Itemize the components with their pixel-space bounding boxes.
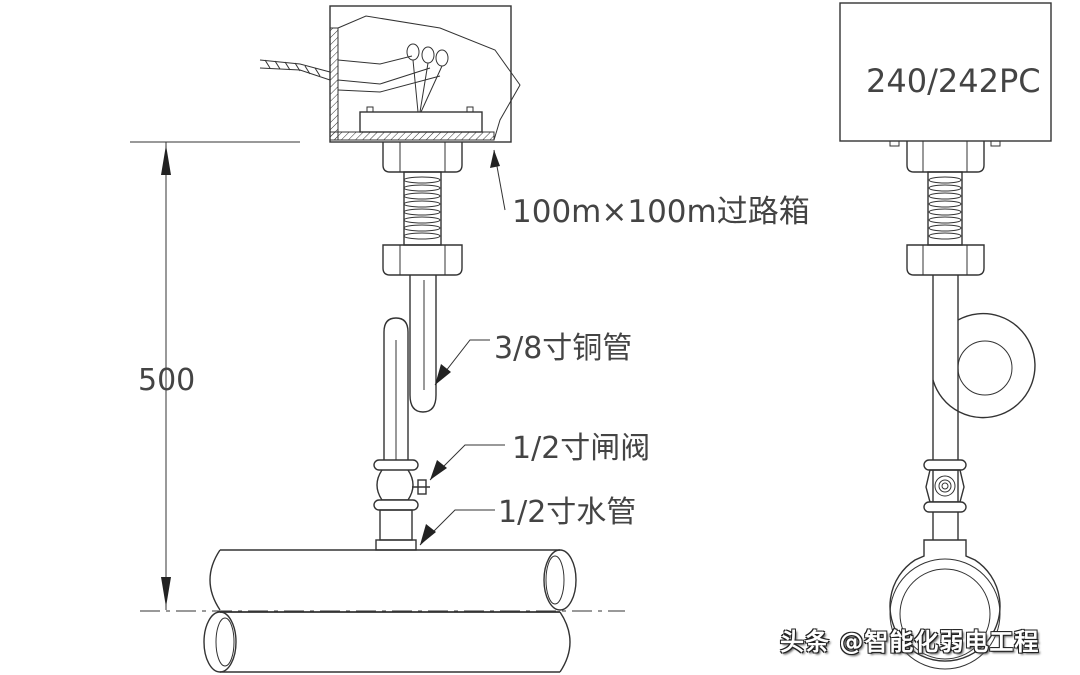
device-label: 240/242PC <box>866 62 1041 100</box>
dimension-line: 500 <box>130 141 300 610</box>
junction-box <box>259 5 521 143</box>
left-fitting-assembly <box>373 142 463 551</box>
callout-copper-pipe: 3/8寸铜管 <box>494 331 632 366</box>
callout-gate-valve: 1/2寸闸阀 <box>512 431 650 466</box>
callout-junction-box: 100m×100m过路箱 <box>512 194 810 230</box>
callout-leaders <box>419 149 506 546</box>
dimension-label: 500 <box>138 363 195 398</box>
pressure-switch-view: 240/242PC <box>839 2 1052 670</box>
watermark: 头条 @智能化弱电工程 <box>780 628 1040 656</box>
main-water-pipes <box>140 549 625 673</box>
callout-water-pipe: 1/2寸水管 <box>498 495 636 530</box>
